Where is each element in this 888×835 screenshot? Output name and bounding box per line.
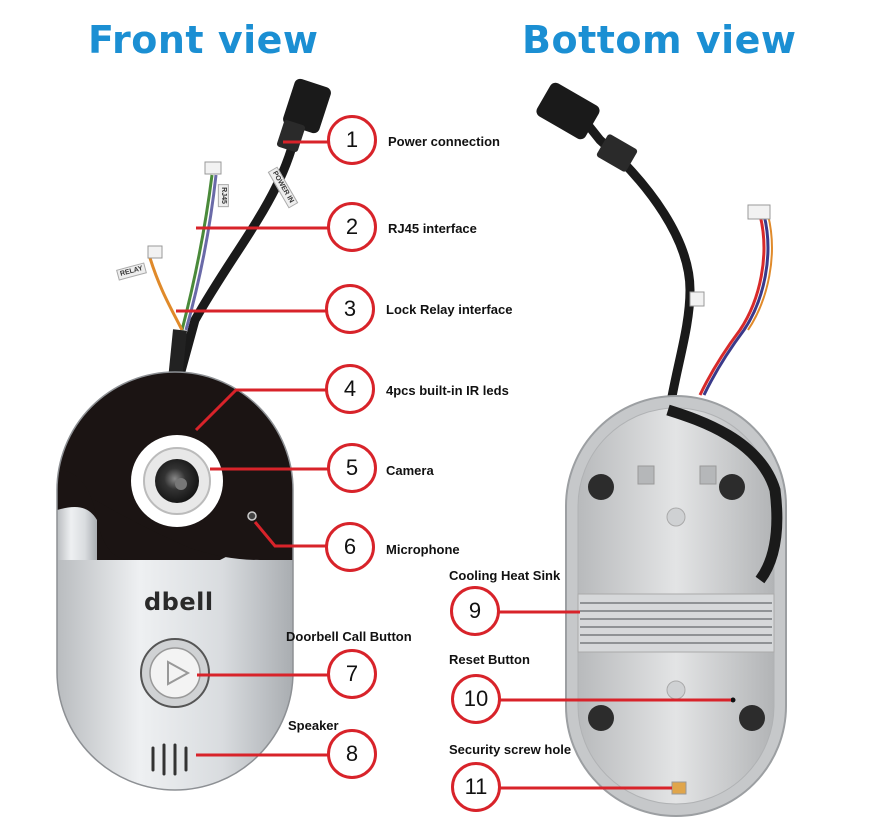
- callout-label: Speaker: [288, 718, 339, 733]
- callout-label: RJ45 interface: [388, 221, 477, 236]
- callout-number: 9: [450, 586, 500, 636]
- tag-rj45: RJ45: [217, 184, 229, 207]
- callout-label: Doorbell Call Button: [286, 629, 412, 644]
- callout-label: Lock Relay interface: [386, 302, 513, 317]
- callout-number: 3: [325, 284, 375, 334]
- callout-label: 4pcs built-in IR leds: [386, 383, 509, 398]
- callout-label: Power connection: [388, 134, 500, 149]
- callout-label: Cooling Heat Sink: [449, 568, 561, 583]
- bottom-cables: [536, 82, 773, 421]
- front-camera: [131, 435, 223, 527]
- callout-number: 7: [327, 649, 377, 699]
- callout-label: Camera: [386, 463, 434, 478]
- callout-label: Security screw hole: [449, 742, 572, 757]
- front-view-heading: Front view: [88, 18, 319, 62]
- callout-number: 8: [327, 729, 377, 779]
- bottom-view-heading: Bottom view: [522, 18, 797, 62]
- callout-number: 4: [325, 364, 375, 414]
- front-microphone-hole: [247, 511, 257, 521]
- callout-leader-lines: [176, 140, 731, 790]
- callout-number: 5: [327, 443, 377, 493]
- bottom-heat-sink: [577, 593, 775, 653]
- callout-number: 6: [325, 522, 375, 572]
- front-call-button: [140, 638, 210, 708]
- callout-number: 2: [327, 202, 377, 252]
- callout-number: 10: [451, 674, 501, 724]
- callout-number: 1: [327, 115, 377, 165]
- bottom-reset-pinhole: [730, 697, 736, 703]
- callout-label: Microphone: [386, 542, 460, 557]
- bottom-security-screw-slot: [671, 781, 687, 795]
- callout-number: 11: [451, 762, 501, 812]
- front-speaker-grille: [151, 743, 188, 776]
- front-device-body: [57, 372, 293, 790]
- brand-logo: dbell: [144, 588, 214, 616]
- callout-label: Reset Button: [449, 652, 530, 667]
